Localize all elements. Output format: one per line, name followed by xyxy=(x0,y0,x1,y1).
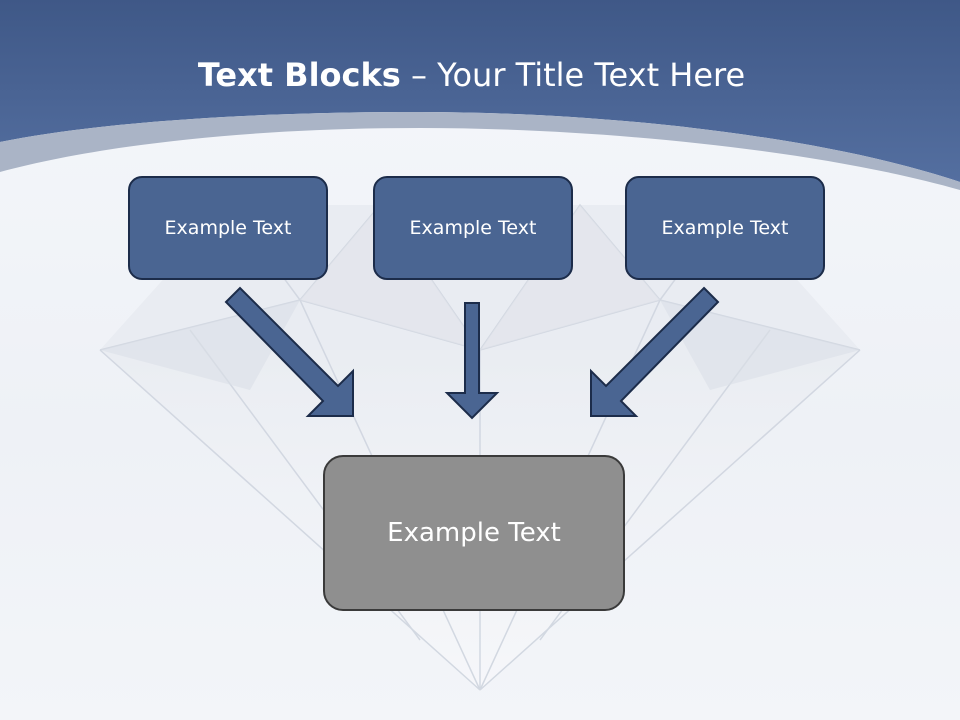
text-block-top-center[interactable]: Example Text xyxy=(373,176,573,280)
text-block-top-left-label: Example Text xyxy=(164,217,292,239)
text-block-top-right-label: Example Text xyxy=(661,217,789,239)
text-block-top-center-label: Example Text xyxy=(409,217,537,239)
banner-swoosh xyxy=(0,112,960,190)
text-block-bottom-label: Example Text xyxy=(387,518,561,548)
title-rest: Your Title Text Here xyxy=(437,56,746,94)
arrow-right-icon xyxy=(590,286,720,417)
title-separator: – xyxy=(400,56,438,94)
arrow-left-icon xyxy=(224,286,354,417)
header-banner xyxy=(0,0,960,182)
title-bold-part: Text Blocks xyxy=(197,56,401,94)
text-block-top-left[interactable]: Example Text xyxy=(128,176,328,280)
arrow-center-icon xyxy=(444,302,500,420)
text-block-bottom[interactable]: Example Text xyxy=(323,455,625,611)
text-block-top-right[interactable]: Example Text xyxy=(625,176,825,280)
slide-title: Text Blocks – Your Title Text Here xyxy=(0,55,943,95)
